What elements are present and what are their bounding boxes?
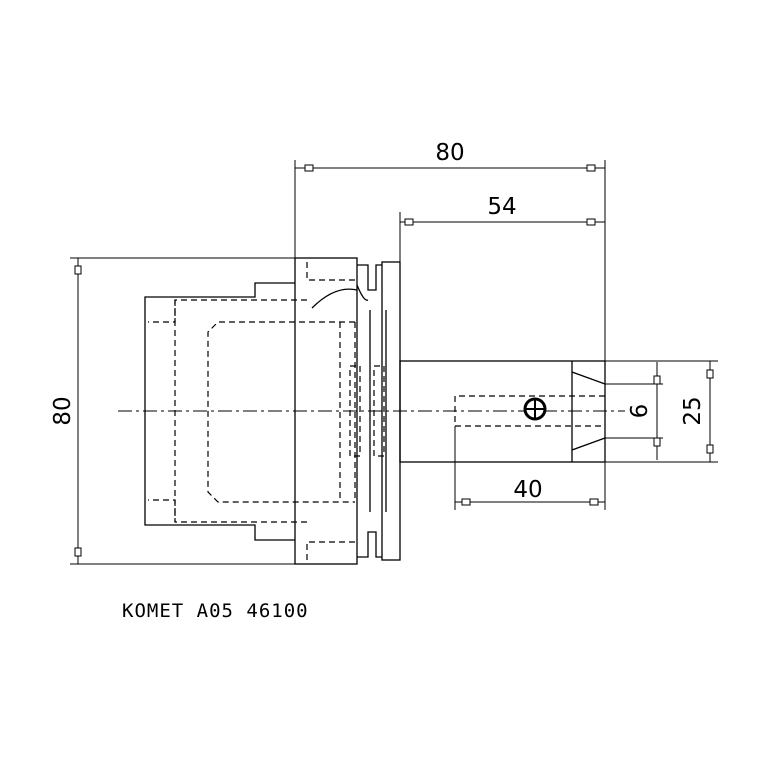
- hidden-bottom-slot: [306, 541, 355, 560]
- part-number-label: KOMET A05 46100: [122, 600, 309, 622]
- dim-label-flange-to-end: 54: [487, 194, 516, 220]
- dimension-hole-diameter: 6: [605, 362, 663, 460]
- dimension-flange-to-end: 54: [399, 194, 605, 262]
- dimension-bore-depth: 40: [454, 426, 606, 510]
- hidden-inner-pocket: [207, 321, 355, 503]
- groove-outline: [357, 264, 382, 291]
- dim-label-overall-length: 80: [435, 140, 464, 166]
- dim-label-bore-depth: 40: [513, 477, 542, 503]
- relief-curve-top: [311, 288, 358, 309]
- cross-hole-marker: [523, 397, 547, 421]
- dim-label-outer-diameter: 80: [50, 396, 76, 425]
- hidden-outer-bore-lower: [148, 499, 307, 523]
- relief-curve-top-2: [356, 284, 369, 301]
- hidden-top-slot: [306, 262, 355, 281]
- groove-outline-lower: [357, 531, 382, 558]
- dim-label-shank-diameter: 25: [680, 396, 706, 425]
- end-chamfer-top: [571, 361, 606, 385]
- dim-label-hole-diameter: 6: [627, 404, 653, 419]
- end-chamfer-bottom: [571, 437, 606, 462]
- dimension-shank-diameter: 25: [605, 360, 718, 463]
- dimension-outer-diameter: 80: [50, 257, 295, 565]
- dimension-overall-length: 80: [294, 140, 606, 361]
- hidden-outer-bore: [148, 299, 307, 323]
